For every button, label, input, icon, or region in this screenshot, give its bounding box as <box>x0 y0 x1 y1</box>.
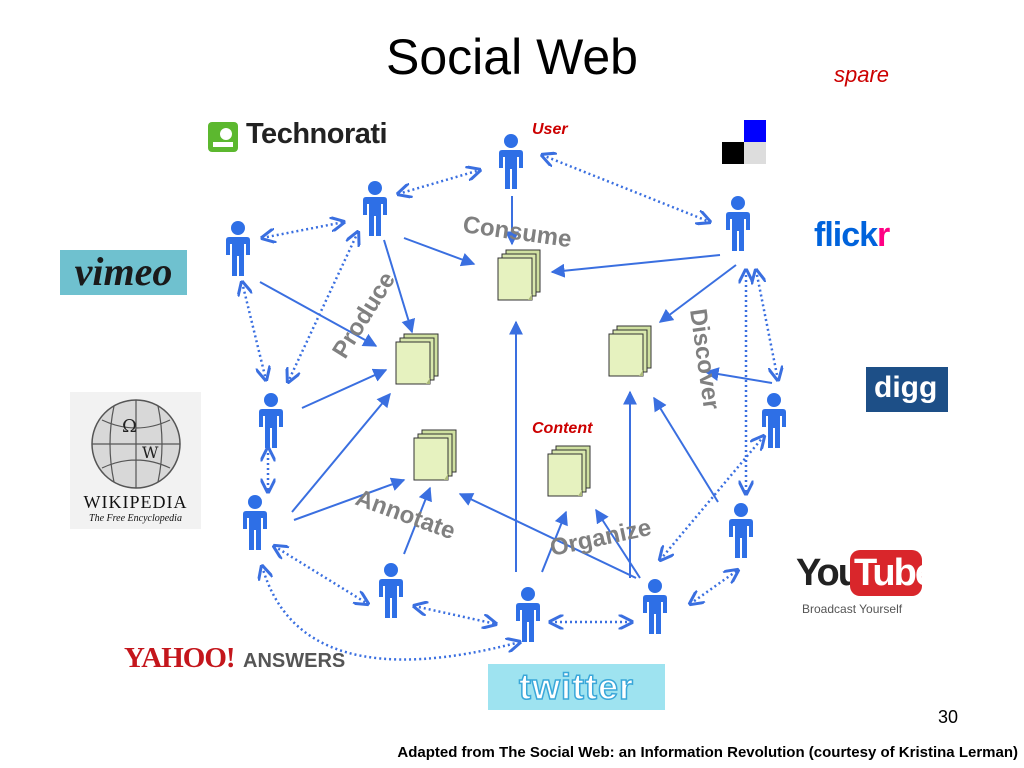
youtube-tagline: Broadcast Yourself <box>802 602 903 616</box>
footer-citation: Adapted from The Social Web: an Informat… <box>397 744 1018 761</box>
technorati-wordmark: Technorati <box>246 118 388 150</box>
dotted-arrows <box>242 155 778 661</box>
wikipedia-logo: Ω W WIKIPEDIA The Free Encyclopedia <box>70 392 201 529</box>
twitter-wordmark: twitter <box>518 665 634 708</box>
person-icon <box>516 587 540 642</box>
user-label: User <box>532 121 568 138</box>
person-icon <box>243 495 267 550</box>
produce-label: Produce <box>327 267 401 363</box>
person-icon <box>729 503 753 558</box>
person-icon <box>363 181 387 236</box>
yahoo-wordmark: YAHOO! <box>124 642 236 674</box>
discover-label: Discover <box>684 307 725 411</box>
document-icon <box>608 325 652 377</box>
person-icon <box>726 196 750 251</box>
youtube-tube-text: Tube <box>854 552 936 594</box>
person-icon <box>762 393 786 448</box>
blocks-logo-icon <box>722 120 766 164</box>
technorati-logo: Technorati <box>208 118 414 156</box>
document-icon <box>413 429 457 481</box>
document-icon <box>547 445 591 497</box>
organize-label: Organize <box>548 514 654 562</box>
technorati-mark-icon <box>208 122 238 152</box>
yahoo-answers-logo: YAHOO! ANSWERS <box>124 642 384 676</box>
content-label: Content <box>532 420 593 437</box>
page-number: 30 <box>938 707 959 727</box>
wikipedia-globe-icon: Ω W <box>91 399 181 489</box>
flickr-logo: flickr <box>814 216 890 256</box>
twitter-logo: twitter <box>488 664 665 710</box>
yahoo-answers-wordmark: ANSWERS <box>243 650 346 672</box>
svg-text:Ω: Ω <box>122 416 137 437</box>
consume-label: Consume <box>461 211 573 253</box>
person-icon <box>259 393 283 448</box>
spare-tag: spare <box>834 62 890 87</box>
annotate-label: Annotate <box>352 484 459 545</box>
vimeo-wordmark: vimeo <box>74 249 173 294</box>
person-icon <box>379 563 403 618</box>
svg-text:W: W <box>142 443 159 462</box>
digg-logo: digg <box>866 367 948 412</box>
flickr-wordmark-pink: r <box>877 216 890 254</box>
vimeo-logo: vimeo <box>60 250 187 295</box>
person-icon <box>499 134 523 189</box>
flickr-wordmark-blue: flick <box>814 216 878 254</box>
document-icon <box>395 333 439 385</box>
youtube-tube-box: Tube <box>850 550 936 596</box>
person-icon <box>226 221 250 276</box>
document-icon <box>497 249 541 301</box>
wikipedia-tagline: The Free Encyclopedia <box>89 513 182 524</box>
wikipedia-wordmark: WIKIPEDIA <box>83 492 188 512</box>
person-icon <box>643 579 667 634</box>
content-nodes <box>395 249 652 497</box>
digg-wordmark: digg <box>874 371 938 404</box>
youtube-logo: You Tube Broadcast Yourself <box>796 550 936 620</box>
slide-title: Social Web <box>386 29 638 85</box>
